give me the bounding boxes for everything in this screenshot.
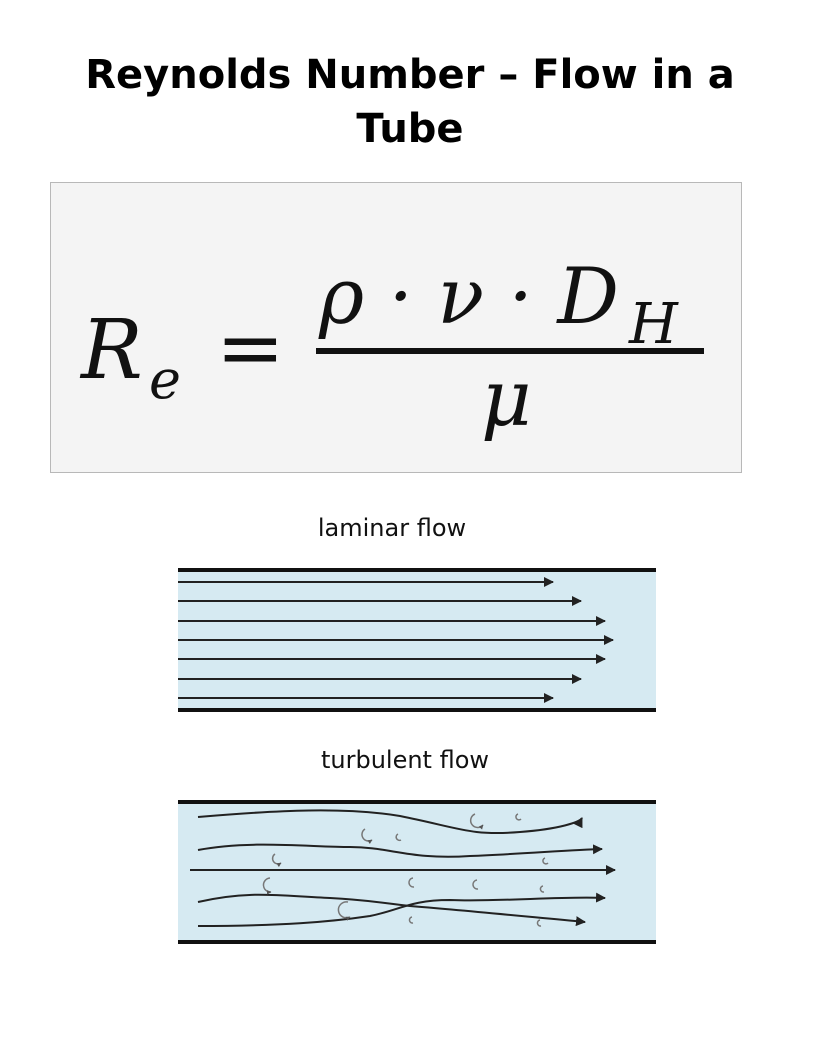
turbulent-flow-label: turbulent flow: [320, 746, 490, 774]
turbulent-streamline-5: [197, 892, 606, 927]
numerator: ρ · ν · D: [318, 252, 619, 342]
eddy-8: [408, 877, 415, 888]
eddy-11: [337, 901, 351, 921]
equation-box: R e = ρ · ν · D H μ: [50, 182, 742, 473]
equals-sign: =: [216, 301, 285, 396]
turbulent-streamline-1: [197, 809, 583, 835]
eddy-13: [536, 919, 542, 927]
denominator: μ: [481, 354, 532, 444]
fraction-bar: [316, 348, 704, 354]
lhs-symbol: R: [79, 303, 143, 398]
eddy-1: [469, 813, 484, 830]
turbulent-streamline-2: [197, 843, 603, 858]
turbulent-streamline-4: [197, 893, 586, 927]
eddy-9: [472, 879, 479, 890]
numerator-subscript: H: [628, 292, 679, 357]
eddy-6: [542, 857, 549, 865]
turbulent-eddies: [262, 813, 549, 927]
laminar-flow-diagram: [178, 568, 656, 712]
eddy-7: [262, 877, 272, 895]
eddy-12: [408, 916, 414, 924]
reynolds-equation: R e = ρ · ν · D H μ: [79, 252, 704, 444]
turbulent-flow-diagram: [178, 800, 656, 944]
eddy-5: [271, 853, 282, 868]
eddy-2: [515, 813, 522, 821]
eddy-10: [539, 885, 545, 893]
lhs-subscript: e: [149, 348, 181, 411]
laminar-streamlines: [178, 577, 614, 703]
page-title: Reynolds Number – Flow in a Tube: [85, 52, 735, 152]
eddy-4: [395, 833, 402, 842]
laminar-flow-label: laminar flow: [317, 514, 467, 542]
eddy-3: [361, 828, 373, 845]
turbulent-streamlines: [189, 809, 616, 927]
